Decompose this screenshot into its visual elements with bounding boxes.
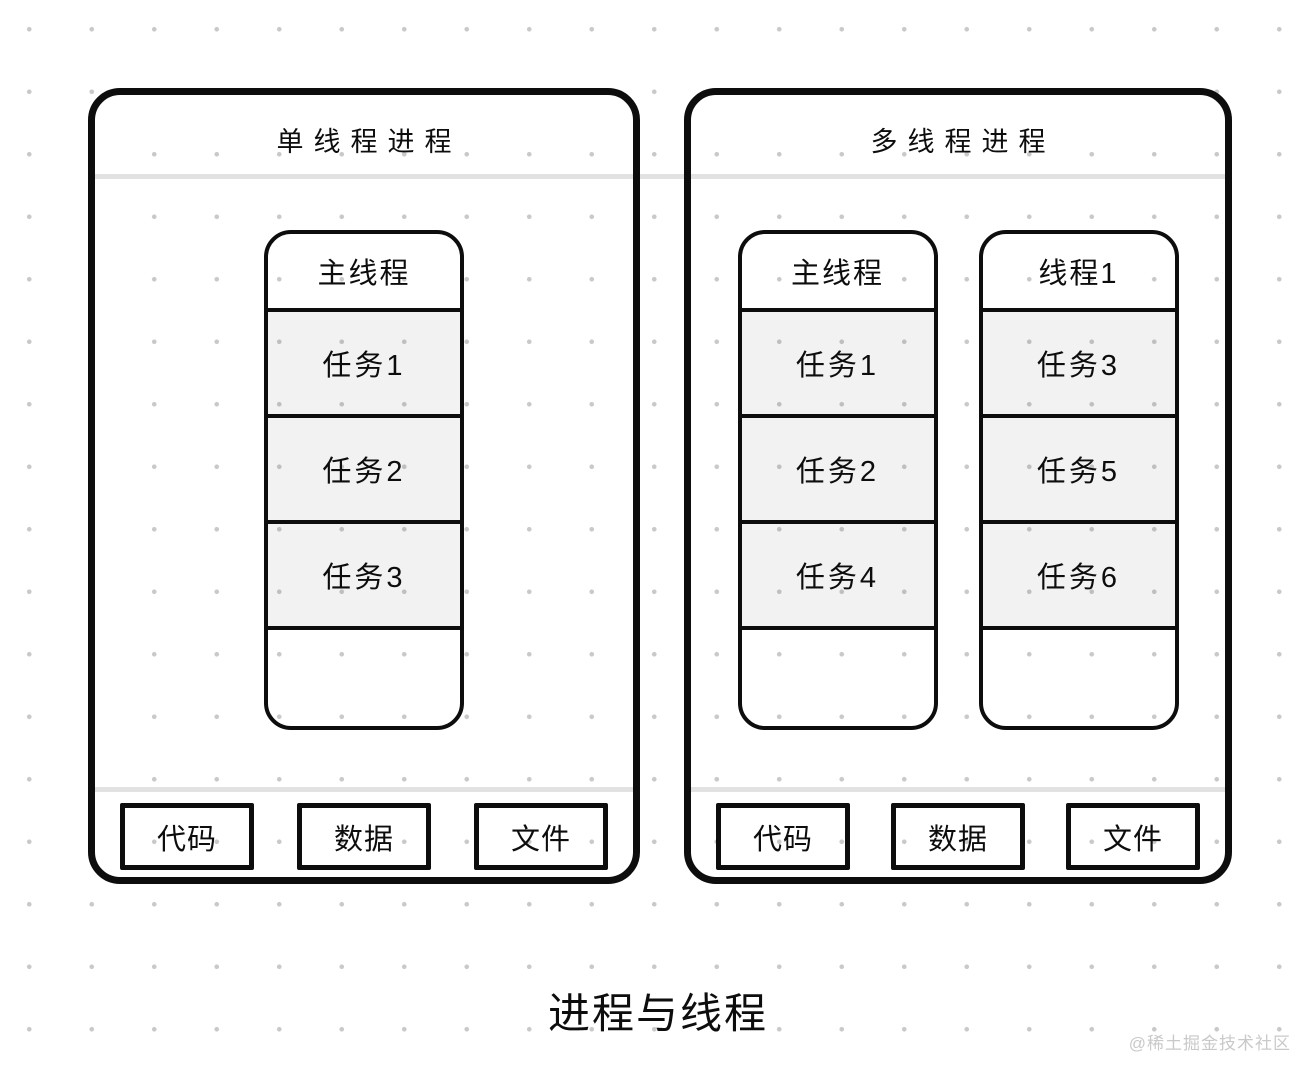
resource-box-data: 数据 <box>297 803 431 870</box>
thread-column-main: 主线程 任务1 任务2 任务4 <box>737 230 938 730</box>
task-cell: 任务2 <box>741 418 934 524</box>
watermark-text: @稀土掘金技术社区 <box>1128 1034 1291 1053</box>
task-cell: 任务4 <box>741 524 934 630</box>
thread-column-main: 主线程 任务1 任务2 任务3 <box>264 230 464 730</box>
thread-columns: 主线程 任务1 任务2 任务4 线程1 任务3 任务5 任务6 <box>691 230 1225 730</box>
thread-columns: 主线程 任务1 任务2 任务3 <box>95 230 633 730</box>
footer-divider-line <box>691 787 1225 792</box>
header-divider-line <box>92 174 1226 179</box>
resource-box-code: 代码 <box>120 803 254 870</box>
resource-box-file: 文件 <box>1066 803 1200 870</box>
empty-cell <box>983 630 1175 726</box>
footer-divider-line <box>95 787 633 792</box>
thread-column-header: 主线程 <box>741 234 934 312</box>
thread-column-header: 主线程 <box>268 234 460 312</box>
resource-box-data: 数据 <box>891 803 1025 870</box>
task-cell: 任务1 <box>741 312 934 418</box>
task-cell: 任务3 <box>268 524 460 630</box>
process-resources-row: 代码 数据 文件 <box>691 803 1225 870</box>
task-cell: 任务1 <box>268 312 460 418</box>
panel-title: 多线程进程 <box>870 127 1056 157</box>
task-cell: 任务6 <box>982 524 1175 630</box>
diagram-caption: 进程与线程 <box>547 990 768 1037</box>
task-cell: 任务2 <box>268 418 460 524</box>
task-cell: 任务3 <box>982 312 1175 418</box>
process-resources-row: 代码 数据 文件 <box>95 803 633 870</box>
panel-single-threaded-process: 单线程进程 主线程 任务1 任务2 任务3 代码 数据 文件 <box>88 88 640 884</box>
resource-box-file: 文件 <box>474 803 608 870</box>
panel-multi-threaded-process: 多线程进程 主线程 任务1 任务2 任务4 线程1 任务3 任务5 任务6 代码… <box>684 88 1232 884</box>
empty-cell <box>742 630 934 726</box>
thread-column-1: 线程1 任务3 任务5 任务6 <box>978 230 1179 730</box>
task-cell: 任务5 <box>982 418 1175 524</box>
resource-box-code: 代码 <box>716 803 850 870</box>
empty-cell <box>268 630 460 726</box>
panel-title: 单线程进程 <box>276 127 462 157</box>
thread-column-header: 线程1 <box>982 234 1175 312</box>
